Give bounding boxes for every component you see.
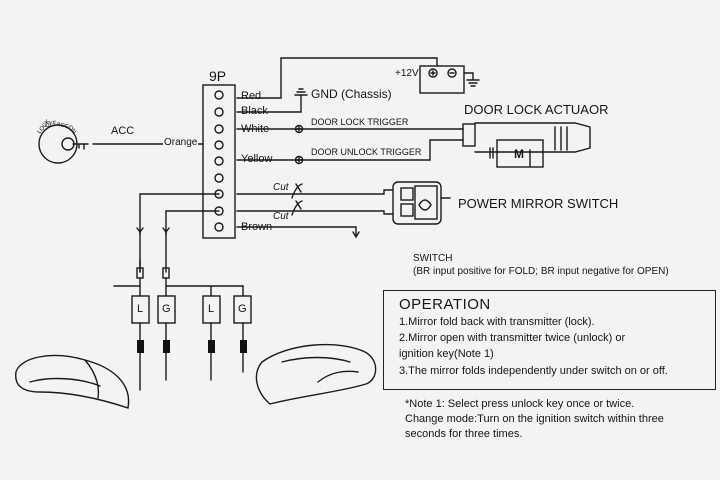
brown-wire (236, 226, 357, 237)
orange-label: Orange (163, 137, 199, 148)
left-mirror (15, 354, 130, 409)
mirror-switch-body (392, 181, 442, 225)
pin-1 (214, 90, 224, 100)
harness-left (139, 193, 220, 273)
pin-3 (214, 124, 224, 134)
pin-4 (214, 140, 224, 150)
acc-label: ACC (111, 125, 135, 137)
gnd-label: GND (Chassis) (311, 87, 392, 101)
connector-label-l-2: L (208, 303, 215, 315)
battery-ground (463, 72, 480, 87)
note-line-1: *Note 1: Select press unlock key once or… (405, 398, 635, 410)
pin-6 (214, 173, 224, 183)
yellow-wire (236, 139, 464, 161)
note-line-2: Change mode:Turn on the ignition switch … (405, 413, 664, 425)
connector-label-g-2: G (238, 303, 247, 315)
connector-label-g-1: G (162, 303, 171, 315)
mirror-switch-wire-2 (236, 210, 394, 215)
operation-box (383, 290, 716, 390)
right-mirror (255, 343, 377, 405)
switch-note-line: (BR input positive for FOLD; BR input ne… (413, 266, 669, 277)
connector-body (202, 84, 236, 239)
battery (419, 65, 465, 94)
battery-minus (447, 68, 457, 78)
pin-9 (214, 222, 224, 232)
operation-line-2: 2.Mirror open with transmitter twice (un… (399, 332, 626, 344)
operation-line-4: 3.The mirror folds independently under s… (399, 365, 668, 377)
actuator-connector (462, 123, 476, 147)
operation-title: OPERATION (399, 296, 491, 313)
black-wire (236, 94, 302, 113)
harness-split (113, 277, 244, 297)
connector-label-l-1: L (137, 303, 144, 315)
pin-label-yellow: Yellow (241, 153, 273, 165)
harness-mid (165, 210, 220, 273)
unlock-trigger-label: DOOR UNLOCK TRIGGER (311, 147, 422, 157)
cut-label-2: Cut (273, 211, 289, 222)
battery-plus (428, 68, 438, 78)
pin-5 (214, 156, 224, 166)
operation-line-3: ignition key(Note 1) (399, 348, 494, 360)
mirror-switch-wire-1 (236, 189, 394, 195)
motor-label: M (514, 147, 524, 161)
mirror-switch-label: POWER MIRROR SWITCH (458, 196, 619, 211)
actuator-label: DOOR LOCK ACTUAOR (464, 102, 609, 117)
pin-2 (214, 107, 224, 117)
red-wire (236, 57, 438, 99)
lock-trigger-label: DOOR LOCK TRIGGER (311, 117, 409, 127)
pin-label-red: Red (241, 90, 262, 102)
pin-label-brown: Brown (241, 221, 273, 233)
pin-label-white: White (241, 123, 270, 135)
connector-title: 9P (209, 68, 227, 84)
switch-note-title: SWITCH (413, 253, 453, 264)
battery-label: +12V (395, 68, 419, 79)
operation-line-1: 1.Mirror fold back with transmitter (loc… (399, 316, 595, 328)
pin-label-black: Black (241, 105, 268, 117)
note-line-3: seconds for three times. (405, 428, 523, 440)
actuator-body (474, 122, 591, 153)
chassis-ground-symbol (294, 88, 308, 96)
cut-label-1: Cut (273, 182, 289, 193)
